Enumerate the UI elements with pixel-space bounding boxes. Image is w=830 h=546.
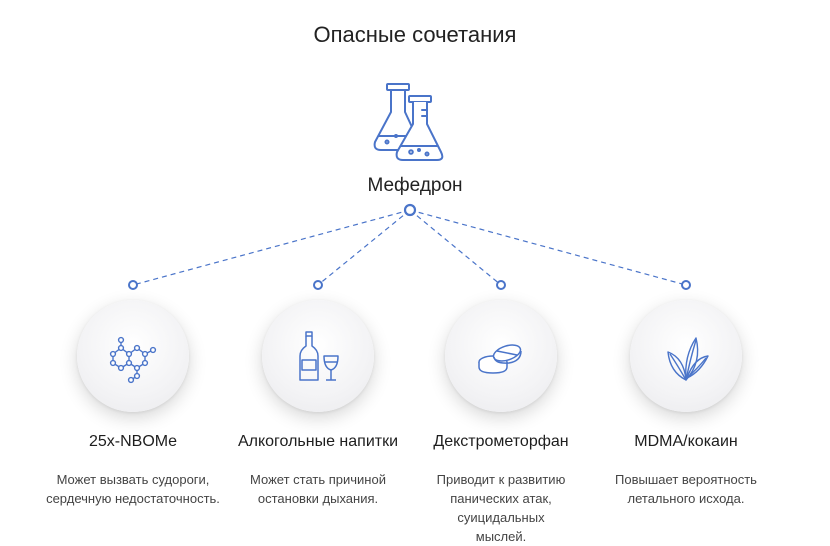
item-desc-3: Приводит к развитию панических атак, суи… xyxy=(436,472,566,544)
node-2 xyxy=(313,280,323,290)
bottle-glass-circle xyxy=(262,300,374,412)
pills-circle xyxy=(445,300,557,412)
node-3 xyxy=(496,280,506,290)
hub-node xyxy=(403,203,417,217)
item-title-3: Декстрометорфан xyxy=(433,433,569,450)
node-1 xyxy=(128,280,138,290)
item-title-2: Алкогольные напитки xyxy=(237,433,399,450)
node-4 xyxy=(681,280,691,290)
item-desc-2: Может стать причиной остановки дыхания. xyxy=(250,472,386,506)
flasks-icon xyxy=(373,83,444,161)
leaves-icon xyxy=(667,337,709,381)
item-title-1: 25x-NBOMe xyxy=(88,433,178,450)
pills-icon xyxy=(478,344,522,374)
center-label: Мефедрон xyxy=(367,175,463,196)
item-desc-4: Повышает вероятность летального исхода. xyxy=(615,472,757,506)
molecule-circle xyxy=(77,300,189,412)
item-desc-1: Может вызвать судороги, сердечную недост… xyxy=(46,472,220,506)
item-title-4: MDMA/кокаин xyxy=(634,433,738,450)
bottle-glass-icon xyxy=(299,331,339,381)
page-title: Опасные сочетания xyxy=(313,22,517,47)
leaves-circle xyxy=(630,300,742,412)
molecule-icon xyxy=(109,336,157,384)
